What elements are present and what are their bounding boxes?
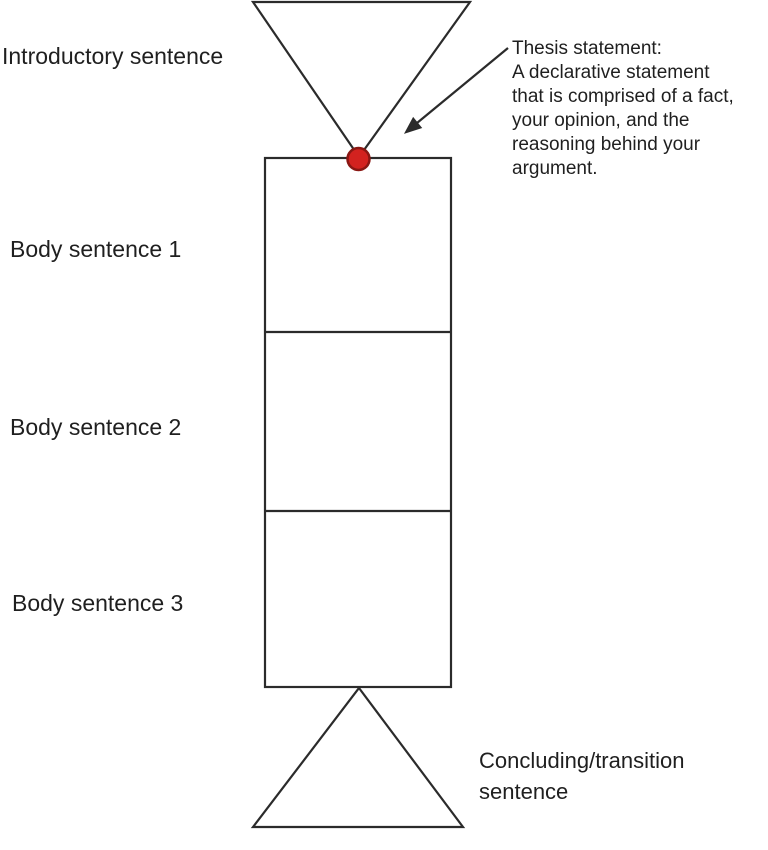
thesis-arrow-line (416, 47, 509, 124)
body-sentence-3-label: Body sentence 3 (12, 590, 184, 616)
thesis-annotation-line: reasoning behind your (512, 134, 701, 155)
body-column-rect (263, 156, 453, 689)
body-sentence-1-label: Body sentence 1 (10, 236, 182, 262)
concluding-triangle (250, 686, 466, 829)
thesis-annotation-line: that is comprised of a fact, (512, 86, 734, 107)
thesis-statement-annotation: Thesis statement: A declarative statemen… (512, 37, 734, 181)
thesis-arrowhead-icon (403, 116, 423, 134)
thesis-dot (346, 146, 371, 172)
thesis-annotation-line: A declarative statement (512, 62, 710, 83)
body-sentence-2-label: Body sentence 2 (10, 414, 182, 440)
thesis-annotation-line: Thesis statement: (512, 38, 662, 59)
introductory-inverted-triangle (250, 0, 473, 159)
thesis-annotation-line: your opinion, and the (512, 110, 690, 131)
introductory-sentence-label: Introductory sentence (2, 43, 224, 69)
thesis-annotation-line: argument. (512, 158, 598, 179)
concluding-transition-sentence-label: Concluding/transition sentence (479, 748, 685, 804)
